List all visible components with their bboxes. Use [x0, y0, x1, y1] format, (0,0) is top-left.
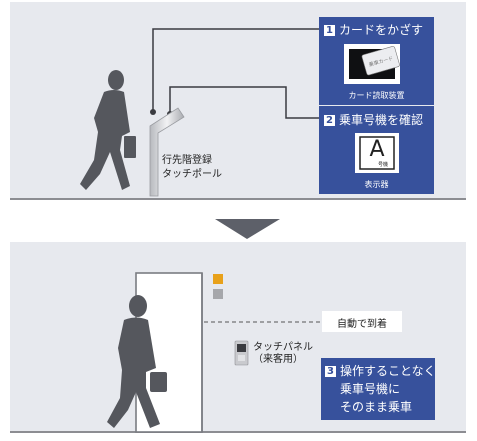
step1-caption: カード読取装置 [348, 91, 405, 100]
pole-label-line1: 行先階登録 [162, 155, 212, 166]
step2-caption: 表示器 [364, 180, 389, 189]
auto-arrival-box [322, 311, 402, 332]
display-sub: 号機 [378, 162, 389, 168]
pole-label-line2: タッチポール [162, 169, 222, 180]
touch-panel-label-line2: （来客用） [253, 354, 303, 365]
step1-title: 1 カードをかざす [324, 21, 423, 38]
display-letter: A [369, 137, 385, 162]
step2-number: 2 [324, 115, 335, 126]
step3-line3: そのまま乗車 [340, 400, 413, 414]
pole-label: 行先階登録 タッチポール [162, 154, 222, 182]
connector-lines [152, 28, 319, 119]
pole-reader-dot [150, 109, 156, 115]
hall-lantern-lit [213, 274, 223, 284]
step2-title: 2 乗車号機を確認 [324, 111, 423, 128]
floor-display-illustration [355, 133, 399, 173]
touch-panel-label-line1: タッチパネル [253, 342, 313, 353]
touch-panel-device [234, 340, 249, 366]
step3-line1-text: 操作することなく [340, 364, 436, 378]
walking-person-top [80, 70, 136, 190]
step1-title-text: カードをかざす [339, 23, 424, 37]
card-reader-illustration: 乗車カード [344, 44, 400, 84]
step3-box [321, 358, 435, 420]
step2-title-text: 乗車号機を確認 [339, 113, 424, 127]
touch-pole [149, 107, 185, 197]
step3-text: 3 操作することなく 乗車号機に そのまま乗車 [325, 362, 436, 416]
walking-person-bottom [107, 295, 167, 428]
hall-lantern-unlit [213, 289, 223, 299]
auto-arrival-label: 自動で到着 [337, 319, 387, 330]
down-arrow [215, 219, 280, 239]
step3-line2: 乗車号機に [340, 382, 401, 396]
step1-number: 1 [324, 25, 335, 36]
step3-number: 3 [325, 366, 336, 377]
step3-line1: 3 操作することなく [325, 362, 436, 380]
touch-panel-label: タッチパネル （来客用） [253, 342, 313, 366]
